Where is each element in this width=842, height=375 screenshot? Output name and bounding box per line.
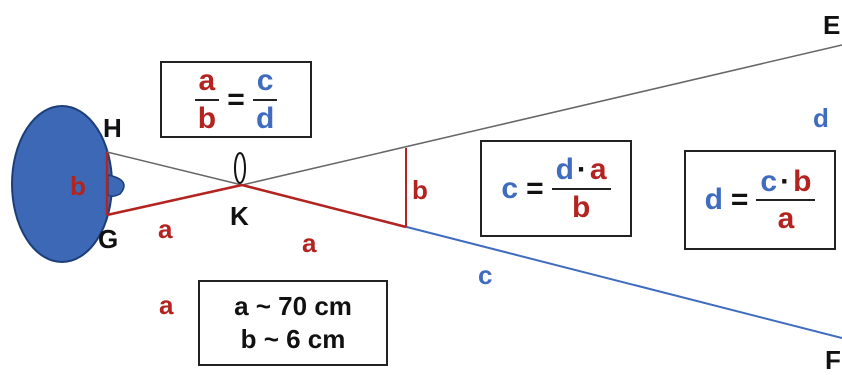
label-segment-c: c [478,260,493,290]
fraction-a-over-b: a b [194,65,220,135]
denominator-d: d [255,101,275,135]
formula-ratio-box: a b = c d [160,61,312,138]
label-segment-a-small: a [158,214,173,244]
ray-k-e [241,44,842,186]
numerator-d-dot-a: d·a [551,153,611,190]
segment-a-k-right [241,183,407,229]
multiply-dot: · [780,164,791,198]
denominator-b: b [197,101,217,135]
numerator-d: d [555,153,574,186]
numerator-a: a [194,65,220,101]
given-b: b ~ 6 cm [240,324,346,354]
label-point-g: G [98,224,119,254]
formula-d-box: d = c·b a [684,150,836,250]
label-segment-b-left: b [70,171,86,201]
label-segment-b-right: b [412,175,428,205]
lens-shape [234,152,246,184]
denominator-a: a [777,202,795,235]
fraction-da-over-b: d·a b [551,153,611,224]
label-segment-a-mid: a [302,228,317,258]
equals-sign: = [730,183,749,216]
label-point-e: E [823,10,841,40]
label-point-k: K [230,201,249,231]
given-values-box: a ~ 70 cm b ~ 6 cm [198,280,388,366]
segment-a-g-k [106,183,243,217]
numerator-c-dot-b: c·b [756,164,816,201]
eye-shape [11,105,113,263]
label-point-f: F [825,345,841,375]
given-a: a ~ 70 cm [234,290,352,321]
given-values: a ~ 70 cm b ~ 6 cm [234,290,352,357]
numerator-c: c [760,164,778,198]
denominator-b: b [571,190,591,224]
formula-d-lhs: d [704,183,723,216]
formula-c-box: c = d·a b [480,140,632,237]
eye-lens-bump [107,174,125,198]
formula-c-lhs: c [501,171,519,205]
fraction-c-over-d: c d [252,65,278,135]
ray-h-k [106,151,243,186]
equals-sign: = [526,171,544,205]
multiply-dot: · [576,153,587,186]
label-segment-a-bottom: a [159,290,174,320]
numerator-c: c [252,65,278,101]
fraction-cb-over-a: c·b a [756,164,816,235]
label-point-h: H [103,113,122,143]
label-segment-d: d [813,103,829,133]
numerator-b: b [793,164,812,198]
equals-sign: = [227,82,245,116]
numerator-a: a [589,153,607,186]
